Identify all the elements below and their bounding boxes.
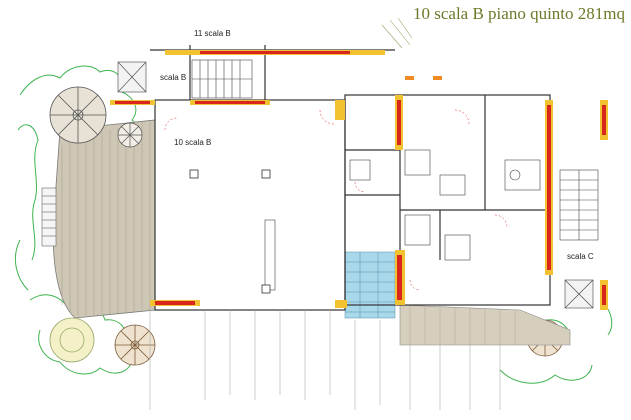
insulated-walls xyxy=(110,50,608,310)
spiral-stair-small xyxy=(117,122,143,148)
facade-lines xyxy=(149,310,501,410)
plan-title: 10 scala B piano quinto 281mq xyxy=(412,4,625,23)
stair-b xyxy=(191,59,253,99)
round-planter xyxy=(49,317,95,363)
columns xyxy=(189,169,271,294)
elevator-c xyxy=(564,279,594,309)
roof-hatch xyxy=(381,17,413,49)
label-stair-main: 10 scala B xyxy=(174,138,212,147)
stair-c xyxy=(559,169,599,241)
label-stair-c: scala C xyxy=(567,252,594,261)
spiral-stair-top xyxy=(49,86,107,144)
label-stair-elevator: scala B xyxy=(160,73,187,82)
elevator-b xyxy=(117,61,147,93)
spiral-stair-bottom-left xyxy=(114,324,156,366)
terrace-left xyxy=(52,119,156,319)
door-swings xyxy=(164,109,508,291)
glass-tiles xyxy=(344,251,396,319)
bench-left xyxy=(41,187,57,247)
terrace-bottom-right xyxy=(399,304,571,346)
label-stair-top: 11 scala B xyxy=(194,29,231,38)
